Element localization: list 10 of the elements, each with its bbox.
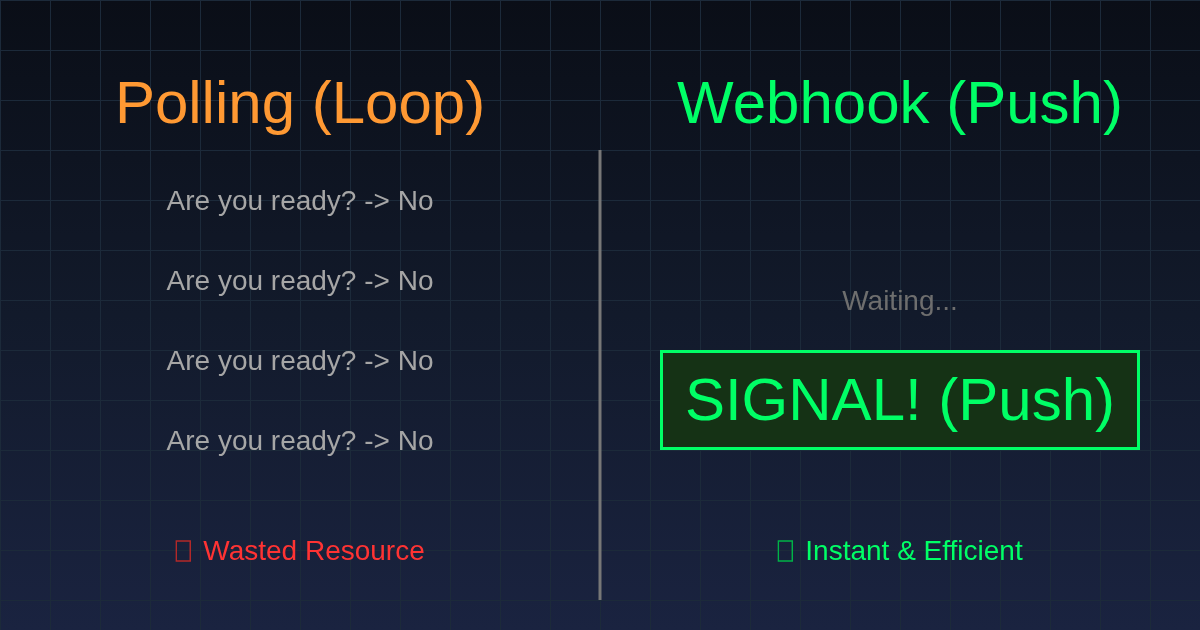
request-text: Are you ready? -> No bbox=[166, 267, 434, 295]
column-heading: Polling (Loop) bbox=[114, 73, 486, 133]
result-text: Instant & Efficient bbox=[805, 537, 1023, 565]
column-heading: Webhook (Push) bbox=[677, 73, 1123, 133]
status-text: Waiting... bbox=[842, 287, 958, 315]
request-text: Are you ready? -> No bbox=[166, 427, 434, 455]
request-text: Are you ready? -> No bbox=[166, 187, 434, 215]
result-text: Wasted Resource bbox=[203, 537, 425, 565]
signal-box: SIGNAL! (Push) bbox=[660, 350, 1140, 450]
request-text: Are you ready? -> No bbox=[166, 347, 434, 375]
